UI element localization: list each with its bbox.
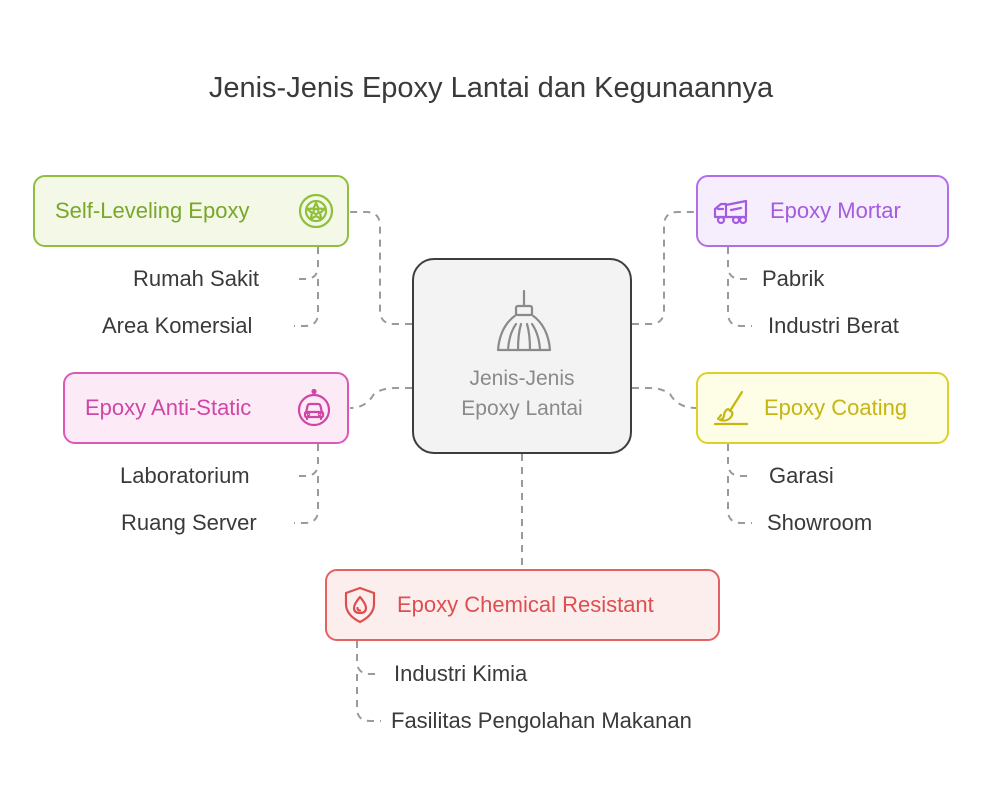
leaf-item: Industri Kimia <box>394 661 528 686</box>
branch-label: Self-Leveling Epoxy <box>55 198 250 223</box>
leaf-item: Pabrik <box>762 266 825 291</box>
leaf-item: Laboratorium <box>120 463 250 488</box>
branch-epoxy-anti-static: Epoxy Anti-Static <box>63 372 349 444</box>
leaf-connector <box>356 674 381 722</box>
leaf-connector <box>727 444 752 477</box>
leaf-item: Fasilitas Pengolahan Makanan <box>391 708 692 733</box>
leaf-connector <box>294 279 319 327</box>
brush-coating-icon <box>713 390 749 426</box>
center-node: Jenis-Jenis Epoxy Lantai <box>412 258 632 454</box>
branch-self-leveling-epoxy: Self-Leveling Epoxy <box>33 175 349 247</box>
electric-car-icon <box>297 389 331 427</box>
leaf-connector <box>294 444 319 477</box>
branch-label: Epoxy Coating <box>764 395 908 420</box>
shield-drop-icon <box>344 586 376 624</box>
branch-label: Epoxy Chemical Resistant <box>397 592 654 617</box>
branch-label: Epoxy Mortar <box>770 198 901 223</box>
leaf-connector <box>294 476 319 524</box>
connector-mortar <box>632 211 696 325</box>
leaf-connector <box>294 247 319 280</box>
leaf-item: Rumah Sakit <box>133 266 259 291</box>
leaf-item: Ruang Server <box>121 510 257 535</box>
connector-coating <box>632 387 697 409</box>
branch-epoxy-mortar: Epoxy Mortar <box>696 175 949 247</box>
dump-truck-icon <box>713 199 748 225</box>
broom-icon <box>496 289 552 352</box>
leaf-item: Area Komersial <box>102 313 253 338</box>
leaf-connector <box>356 641 381 675</box>
leaf-item: Garasi <box>769 463 834 488</box>
diagram-title: Jenis-Jenis Epoxy Lantai dan Kegunaannya <box>208 72 774 104</box>
branch-epoxy-chemical-resistant: Epoxy Chemical Resistant <box>325 569 720 641</box>
tire-wheel-icon <box>298 193 334 229</box>
leaf-item: Industri Berat <box>768 313 899 338</box>
center-label: Jenis-Jenis Epoxy Lantai <box>461 367 583 420</box>
leaf-connector <box>727 279 752 327</box>
connector-anti-static <box>349 387 412 409</box>
branch-epoxy-coating: Epoxy Coating <box>696 372 949 444</box>
leaf-connector <box>727 247 752 280</box>
connector-self-leveling <box>350 211 412 325</box>
branch-label: Epoxy Anti-Static <box>85 395 252 420</box>
leaf-connector <box>727 476 752 524</box>
leaf-item: Showroom <box>767 510 873 535</box>
